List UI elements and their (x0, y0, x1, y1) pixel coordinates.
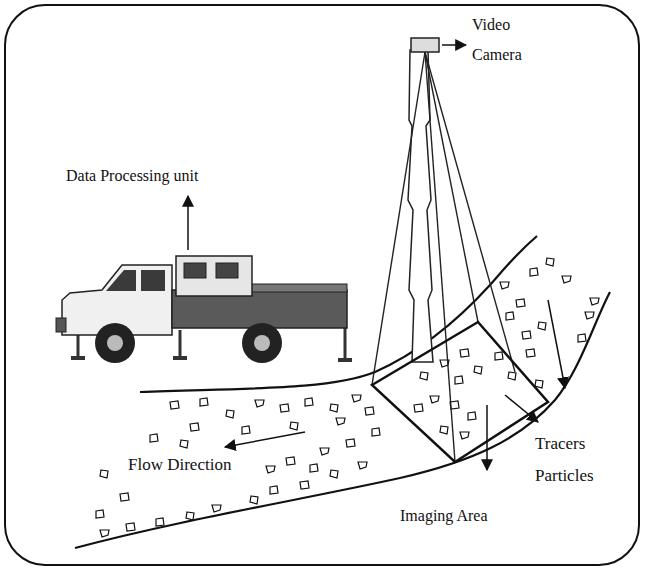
tracer-particles (96, 258, 599, 537)
tracer-particle (365, 407, 374, 415)
tracer-particle (255, 400, 264, 407)
tracer-particle (372, 428, 380, 436)
view-line (425, 52, 455, 462)
tracer-particle (516, 299, 525, 307)
leader-arrow (486, 405, 488, 470)
tracer-particle (226, 410, 234, 418)
tracer-particle (100, 470, 108, 478)
video-camera (411, 38, 439, 52)
tracer-particle (495, 352, 503, 360)
tracer-particle (530, 268, 538, 276)
wheel (242, 323, 282, 363)
outrigger-foot (71, 356, 85, 360)
tracer-particle (508, 372, 516, 380)
processing-unit-label: Data Processing unit (66, 166, 306, 186)
tracer-particle (440, 426, 448, 434)
tracer-particle (358, 462, 367, 469)
tracer-particle (280, 404, 289, 412)
tracer-particle (180, 440, 188, 448)
leader-arrow (548, 300, 565, 388)
bed-rail (250, 284, 347, 292)
unit-window (184, 263, 206, 278)
wheel (95, 323, 135, 363)
tracer-particle (522, 331, 531, 339)
tracer-particle (286, 457, 295, 465)
tracer-particle (455, 376, 463, 384)
unit-window (216, 263, 238, 278)
flow-arrow (225, 432, 305, 447)
view-line (372, 52, 425, 385)
tracer-particle (170, 401, 179, 409)
leader-arrow (505, 395, 538, 422)
truck (56, 256, 352, 363)
flow-label: Flow Direction (128, 455, 278, 475)
tracer-particle (468, 412, 476, 420)
tracer-particle (96, 510, 104, 518)
tracer-particle (126, 523, 135, 531)
hub (107, 335, 123, 351)
tracer-particle (414, 404, 423, 412)
river-bank (140, 236, 537, 392)
tracer-particle (500, 282, 509, 289)
imaging-area (372, 322, 548, 462)
leader-arrow (442, 44, 466, 46)
tracer-particle (430, 396, 439, 403)
bumper (56, 318, 66, 332)
tracer-particle (420, 372, 428, 380)
outrigger (179, 330, 182, 358)
tracer-particle (290, 422, 298, 430)
tracer-particle (546, 258, 554, 266)
tracer-particle (526, 349, 535, 357)
tracer-particle (474, 366, 482, 374)
view-line (425, 52, 478, 322)
tracer-particle (562, 276, 571, 283)
tracer-particle (330, 404, 338, 412)
tracer-particle (186, 512, 194, 520)
tracer-particle (330, 470, 338, 478)
truck-window (141, 270, 165, 291)
tracer-particle (300, 481, 309, 489)
imaging-label: Imaging Area (400, 506, 570, 526)
tracer-particle (506, 312, 514, 320)
tracer-particle (212, 505, 221, 512)
tracer-particle (200, 398, 208, 406)
tracer-particle (460, 432, 469, 439)
frame (5, 5, 639, 565)
tracer-particle (460, 349, 469, 357)
tracer-particle (578, 334, 586, 342)
tracer-particle (310, 464, 318, 472)
tracer-particle (305, 398, 313, 406)
view-line (425, 52, 515, 372)
hub (254, 335, 270, 351)
tracer-label: Tracers Particles (535, 428, 611, 492)
tracer-particle (190, 423, 199, 431)
processing-unit-box (176, 256, 252, 296)
outrigger (344, 328, 347, 360)
outrigger-foot (338, 358, 352, 362)
tracer-particle (590, 298, 599, 305)
outrigger-foot (173, 356, 187, 360)
tracer-particle (100, 530, 109, 537)
tracer-particle (156, 518, 164, 526)
tracer-particle (585, 312, 594, 319)
tracer-particle (352, 395, 361, 402)
leader-arrow (187, 196, 189, 250)
tracer-particle (266, 466, 275, 473)
tracer-particle (270, 486, 278, 494)
tracer-particle (150, 434, 158, 442)
tracer-particle (120, 493, 129, 501)
truck-window (106, 270, 136, 291)
view-lines (372, 52, 515, 462)
tracer-particle (250, 496, 258, 504)
tracer-particle (538, 322, 546, 330)
camera-mast (408, 50, 433, 362)
tracer-particle (320, 448, 329, 455)
tracer-particle (346, 439, 355, 447)
tracer-particle (336, 418, 345, 425)
tracer-particle (242, 426, 250, 434)
camera-label: Video Camera (472, 10, 544, 70)
